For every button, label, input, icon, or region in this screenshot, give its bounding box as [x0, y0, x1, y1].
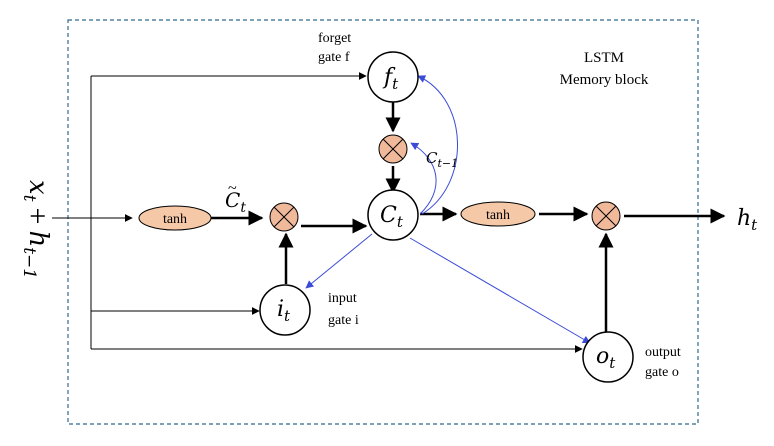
hidden-output-label: ht — [737, 206, 758, 234]
forget-gate-node — [367, 51, 419, 103]
peephole-to-input — [305, 233, 373, 289]
input-gate-caption-2: gate i — [328, 313, 359, 328]
cell-state-label: Ct — [380, 203, 404, 231]
peephole-to-forget-mult — [410, 142, 437, 215]
multiply-output-icon — [591, 201, 621, 231]
tanh-input-activation — [138, 205, 212, 231]
multiply-forget-icon — [378, 134, 408, 164]
prev-cell-label: Ct−1 — [426, 149, 458, 170]
input-gate-node — [259, 284, 311, 336]
peephole-to-forget — [417, 75, 458, 215]
tanh-output-activation — [460, 201, 536, 227]
output-gate-label: ot — [596, 344, 616, 372]
tanh-input-label: tanh — [163, 212, 187, 227]
tanh-output-label: tanh — [486, 208, 510, 223]
input-expression: xt+ht−1 — [19, 180, 54, 279]
output-gate-caption-2: gate o — [645, 365, 679, 380]
cell-state-node — [367, 189, 419, 241]
forget-gate-caption-1: forget — [318, 31, 351, 46]
forget-gate-caption-2: gate f — [318, 50, 350, 65]
multiply-candidate-icon — [269, 202, 299, 232]
block-title-line1: LSTM — [584, 50, 624, 66]
input-gate-caption-1: input — [328, 291, 357, 306]
candidate-tilde-mark: ~ — [228, 180, 237, 197]
output-gate-node — [582, 331, 634, 383]
peephole-to-output — [409, 237, 591, 344]
candidate-cell-label: Ct — [225, 188, 246, 216]
memory-block-border — [67, 19, 699, 425]
output-gate-caption-1: output — [645, 345, 681, 360]
svg-text:xt+ht−1: xt+ht−1 — [19, 180, 54, 279]
input-gate-label: it — [277, 297, 291, 325]
block-title-line2: Memory block — [560, 72, 649, 88]
